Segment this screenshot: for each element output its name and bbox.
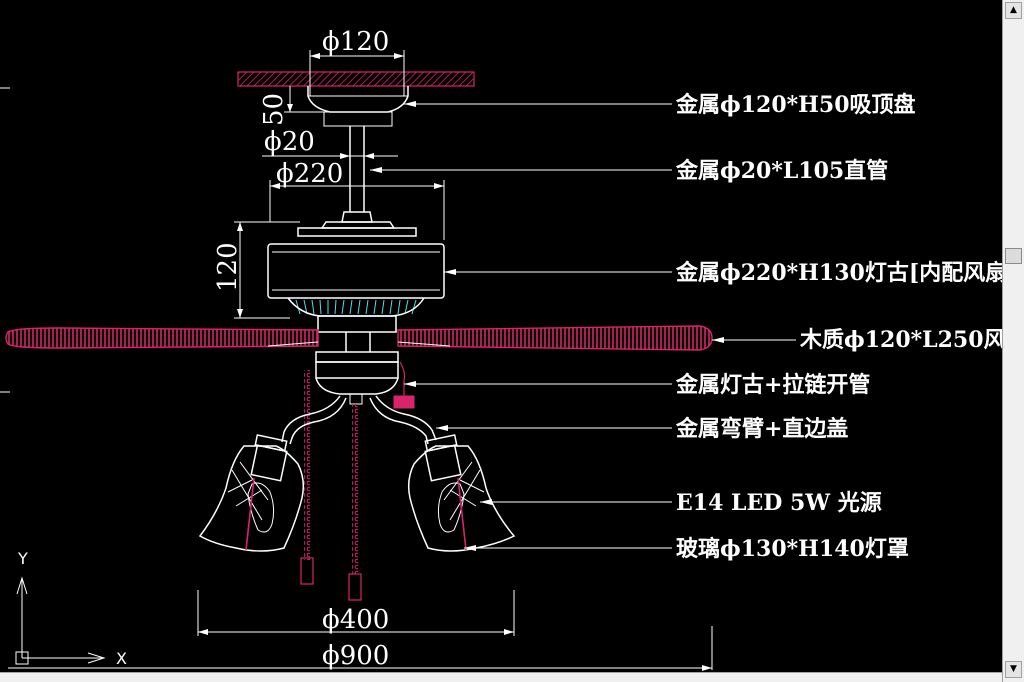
glass-shade-right <box>407 434 516 552</box>
canopy <box>307 86 409 127</box>
callout-arm: 金属弯臂+直边盖 <box>675 416 848 442</box>
dim-housing-height: 120 <box>213 242 243 292</box>
dim-canopy-dia: ϕ120 <box>322 27 389 57</box>
scroll-up-button[interactable]: ▲ <box>1005 2 1022 19</box>
dimension-lines <box>8 50 713 671</box>
ucs-icon: Y X <box>15 549 127 668</box>
dim-housing-dia: ϕ220 <box>276 159 343 189</box>
horizontal-scrollbar[interactable] <box>0 672 1002 682</box>
pull-switch-knob <box>393 395 415 409</box>
callout-blade: 木质ϕ120*L250风叶 <box>799 327 1002 353</box>
cad-drawing-canvas[interactable]: ϕ120 50 ϕ20 ϕ220 120 ϕ400 ϕ900 金属ϕ120*H5… <box>0 0 1002 672</box>
callout-canopy: 金属ϕ120*H50吸顶盘 <box>675 92 916 118</box>
ceiling-plate <box>237 71 475 87</box>
glass-shade-left <box>198 434 305 552</box>
motor-housing <box>267 227 445 333</box>
dim-canopy-height: 50 <box>259 93 289 126</box>
callout-rod: 金属ϕ20*L105直管 <box>675 158 888 184</box>
callout-bulb: E14 LED 5W 光源 <box>676 490 882 516</box>
pull-chains <box>300 361 406 601</box>
callout-housing: 金属ϕ220*H130灯古[内配风扇 <box>675 260 1002 286</box>
ruler-ticks <box>0 87 10 393</box>
dimension-labels: ϕ120 50 ϕ20 ϕ220 120 ϕ400 ϕ900 <box>213 27 389 671</box>
leader-lines <box>370 101 796 551</box>
vent-fins <box>295 299 417 315</box>
dim-light-span: ϕ400 <box>322 605 389 635</box>
fan-blades <box>5 325 713 351</box>
callout-labels: 金属ϕ120*H50吸顶盘 金属ϕ20*L105直管 金属ϕ220*H130灯古… <box>675 92 1002 562</box>
dim-rod-dia: ϕ20 <box>264 127 315 157</box>
vertical-scrollbar[interactable]: ▲ ▼ <box>1002 0 1024 682</box>
ucs-x-label: X <box>116 649 127 668</box>
callout-switch: 金属灯古+拉链开管 <box>675 372 870 398</box>
switch-housing <box>315 332 415 409</box>
light-arms <box>281 395 437 445</box>
callout-shade: 玻璃ϕ130*H140灯罩 <box>676 536 909 562</box>
scroll-down-button[interactable]: ▼ <box>1005 661 1022 678</box>
ucs-y-label: Y <box>17 549 28 568</box>
dim-blade-span: ϕ900 <box>322 641 389 671</box>
scroll-thumb[interactable] <box>1005 248 1022 264</box>
